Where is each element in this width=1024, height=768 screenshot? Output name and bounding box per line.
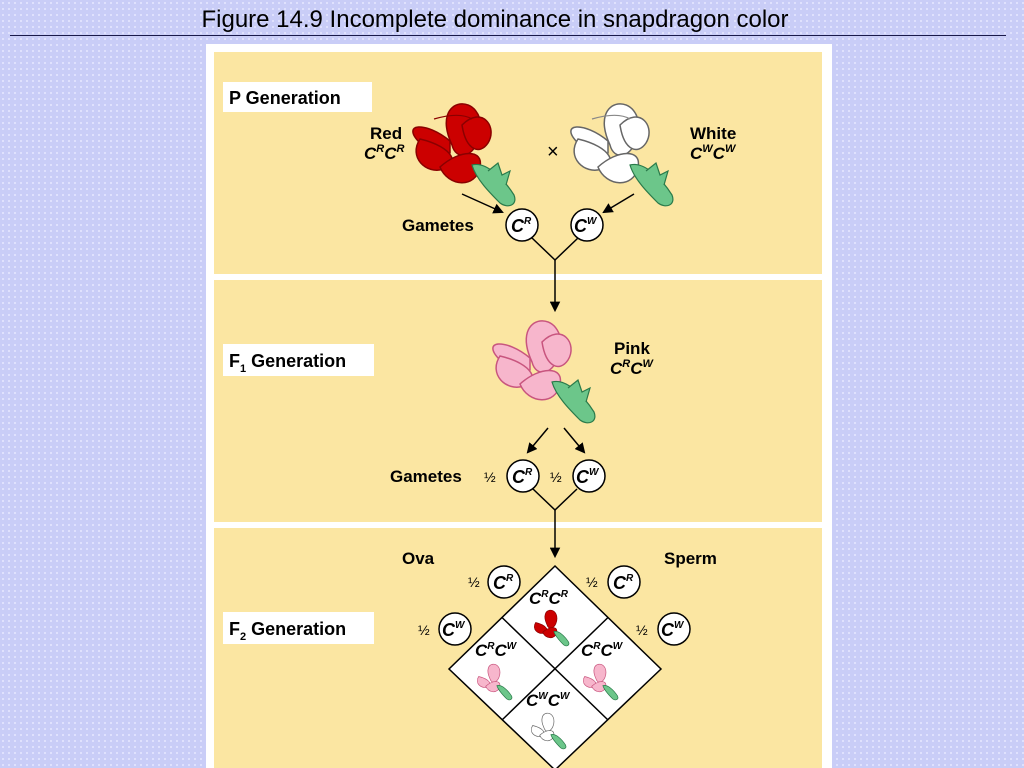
sperm-label: Sperm — [664, 549, 717, 568]
f1-gamete-r: ½ CR — [484, 459, 540, 493]
svg-text:CR: CR — [511, 216, 532, 236]
arrow-f1-to-gamete-w — [563, 427, 586, 454]
svg-text:CW: CW — [574, 216, 598, 236]
f2-generation-label-box: F2 Generation — [223, 612, 374, 644]
small-pink-flower-icon — [477, 663, 513, 701]
f1-offspring-genotype: CRCW — [610, 358, 655, 378]
sperm-gamete-w: ½ CW — [636, 612, 691, 646]
svg-text:½: ½ — [418, 622, 430, 638]
red-parent-name: Red — [370, 124, 402, 143]
svg-text:½: ½ — [586, 574, 598, 590]
p-generation-label: P Generation — [229, 88, 341, 108]
cell-bottom-genotype: CWCW — [526, 691, 571, 710]
arrow-white-to-gamete — [602, 193, 635, 214]
punnett-cell-bottom: CWCW — [526, 691, 571, 750]
white-flower-icon — [570, 103, 674, 207]
f1-gametes-label: Gametes — [390, 467, 462, 486]
punnett-diamond — [447, 564, 663, 768]
cross-diagram: P Generation Red CRCR × — [223, 82, 737, 768]
ova-gamete-w: ½ CW — [418, 612, 472, 646]
ova-label: Ova — [402, 549, 435, 568]
p-generation-label-box: P Generation — [223, 82, 372, 112]
svg-text:CR: CR — [613, 573, 634, 593]
svg-text:½: ½ — [636, 622, 648, 638]
p-gamete-r: CR — [505, 208, 539, 242]
title-rule — [10, 35, 1006, 36]
cell-right-genotype: CRCW — [581, 641, 624, 660]
svg-text:½: ½ — [484, 469, 496, 485]
p-gametes-label: Gametes — [402, 216, 474, 235]
white-parent-genotype: CWCW — [690, 143, 737, 163]
small-red-flower-icon — [534, 609, 570, 647]
f1-generation-label: F1 Generation — [229, 351, 346, 375]
small-pink-flower-icon — [583, 663, 619, 701]
arrow-f1-to-gamete-r — [526, 427, 549, 454]
slide-title: Figure 14.9 Incomplete dominance in snap… — [201, 6, 789, 33]
f2-generation-label: F2 Generation — [229, 619, 346, 643]
svg-text:CR: CR — [512, 467, 533, 487]
red-parent-genotype: CRCR — [364, 143, 405, 163]
cell-top-genotype: CRCR — [529, 589, 569, 608]
cross-symbol: × — [547, 141, 559, 163]
cell-left-genotype: CRCW — [475, 641, 518, 660]
f1-generation-label-box: F1 Generation — [223, 344, 374, 376]
svg-text:CR: CR — [493, 573, 514, 593]
svg-text:CW: CW — [442, 620, 466, 640]
svg-text:CW: CW — [661, 620, 685, 640]
svg-text:½: ½ — [550, 469, 562, 485]
punnett-cell-left: CRCW — [475, 641, 518, 701]
pink-flower-icon — [492, 320, 596, 424]
punnett-cell-right: CRCW — [581, 641, 624, 701]
small-white-flower-icon — [531, 712, 567, 750]
arrow-red-to-gamete — [461, 193, 504, 214]
f1-gametes-join — [532, 488, 578, 512]
f1-gamete-w: ½ CW — [550, 459, 606, 493]
red-flower-icon — [412, 103, 516, 207]
p-gametes-join — [531, 237, 579, 262]
f1-offspring-name: Pink — [614, 339, 650, 358]
white-parent-name: White — [690, 124, 736, 143]
ova-gamete-r: ½ CR — [468, 565, 521, 599]
svg-text:½: ½ — [468, 574, 480, 590]
punnett-cell-top: CRCR — [529, 589, 570, 647]
p-gamete-w: CW — [570, 208, 604, 242]
figure-frame: P Generation Red CRCR × — [206, 44, 832, 768]
svg-text:CW: CW — [576, 467, 600, 487]
sperm-gamete-r: ½ CR — [586, 565, 641, 599]
